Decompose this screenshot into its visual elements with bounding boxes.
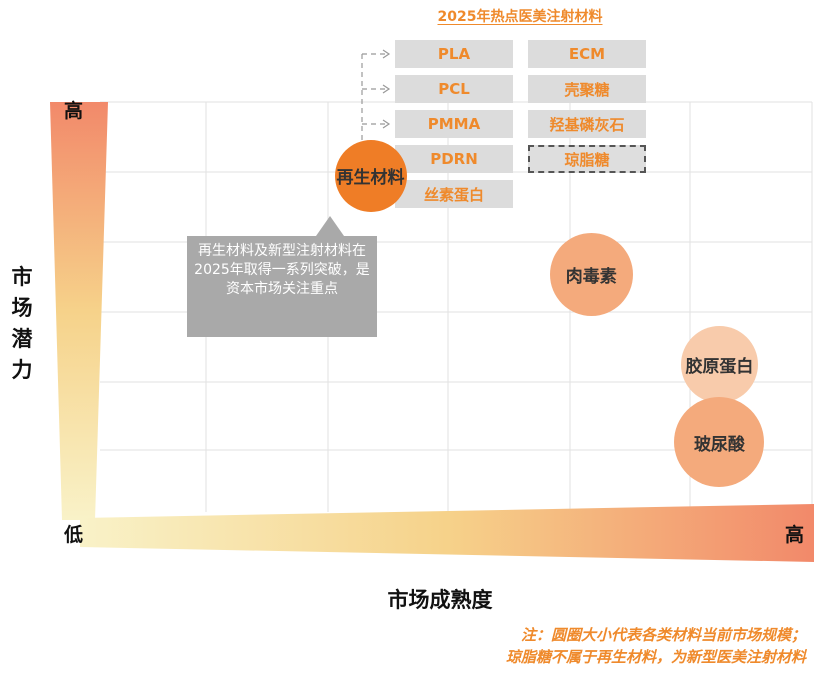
x-axis-high-label: 高 [785,524,805,546]
bubble-point: 肉毒素 [549,232,633,316]
footnote-line-2: 琼脂糖不属于再生材料，为新型医美注射材料 [505,648,806,666]
footnote-line-1: 注：圆圈大小代表各类材料当前市场规模； [520,626,806,644]
legend-item: ECM [528,40,646,68]
legend-item: PMMA [395,110,513,138]
legend-item: PDRN [395,145,513,173]
callout-pointer [316,216,344,236]
x-axis-title: 市场成熟度 [387,588,493,612]
connector-arrow [382,84,391,94]
bubble-point: 胶原蛋白 [680,325,758,403]
y-axis-high-label: 高 [64,100,84,122]
bubble-point: 玻尿酸 [674,397,765,488]
y-axis-title-text: 市场潜力 [11,265,33,382]
x-axis-gradient [80,504,814,562]
legend-title: 2025年热点医美注射材料 [437,9,603,25]
x-axis-low-label: 低 [64,524,84,546]
legend-item: PLA [395,40,513,68]
y-axis-title: 市场潜力 [10,262,34,386]
legend-item: 羟基磷灰石 [528,110,646,138]
legend-item: 琼脂糖 [528,145,646,173]
legend-item: PCL [395,75,513,103]
connector-arrow [382,49,391,59]
y-axis-gradient [50,102,108,520]
legend-item: 壳聚糖 [528,75,646,103]
connector-arrow [382,119,391,129]
footnote: 注：圆圈大小代表各类材料当前市场规模； 琼脂糖不属于再生材料，为新型医美注射材料 [506,624,806,668]
callout-box: 再生材料及新型注射材料在2025年取得一系列突破，是资本市场关注重点 [187,236,377,337]
legend-item: 丝素蛋白 [395,180,513,208]
bubble-point: 再生材料 [334,139,407,212]
